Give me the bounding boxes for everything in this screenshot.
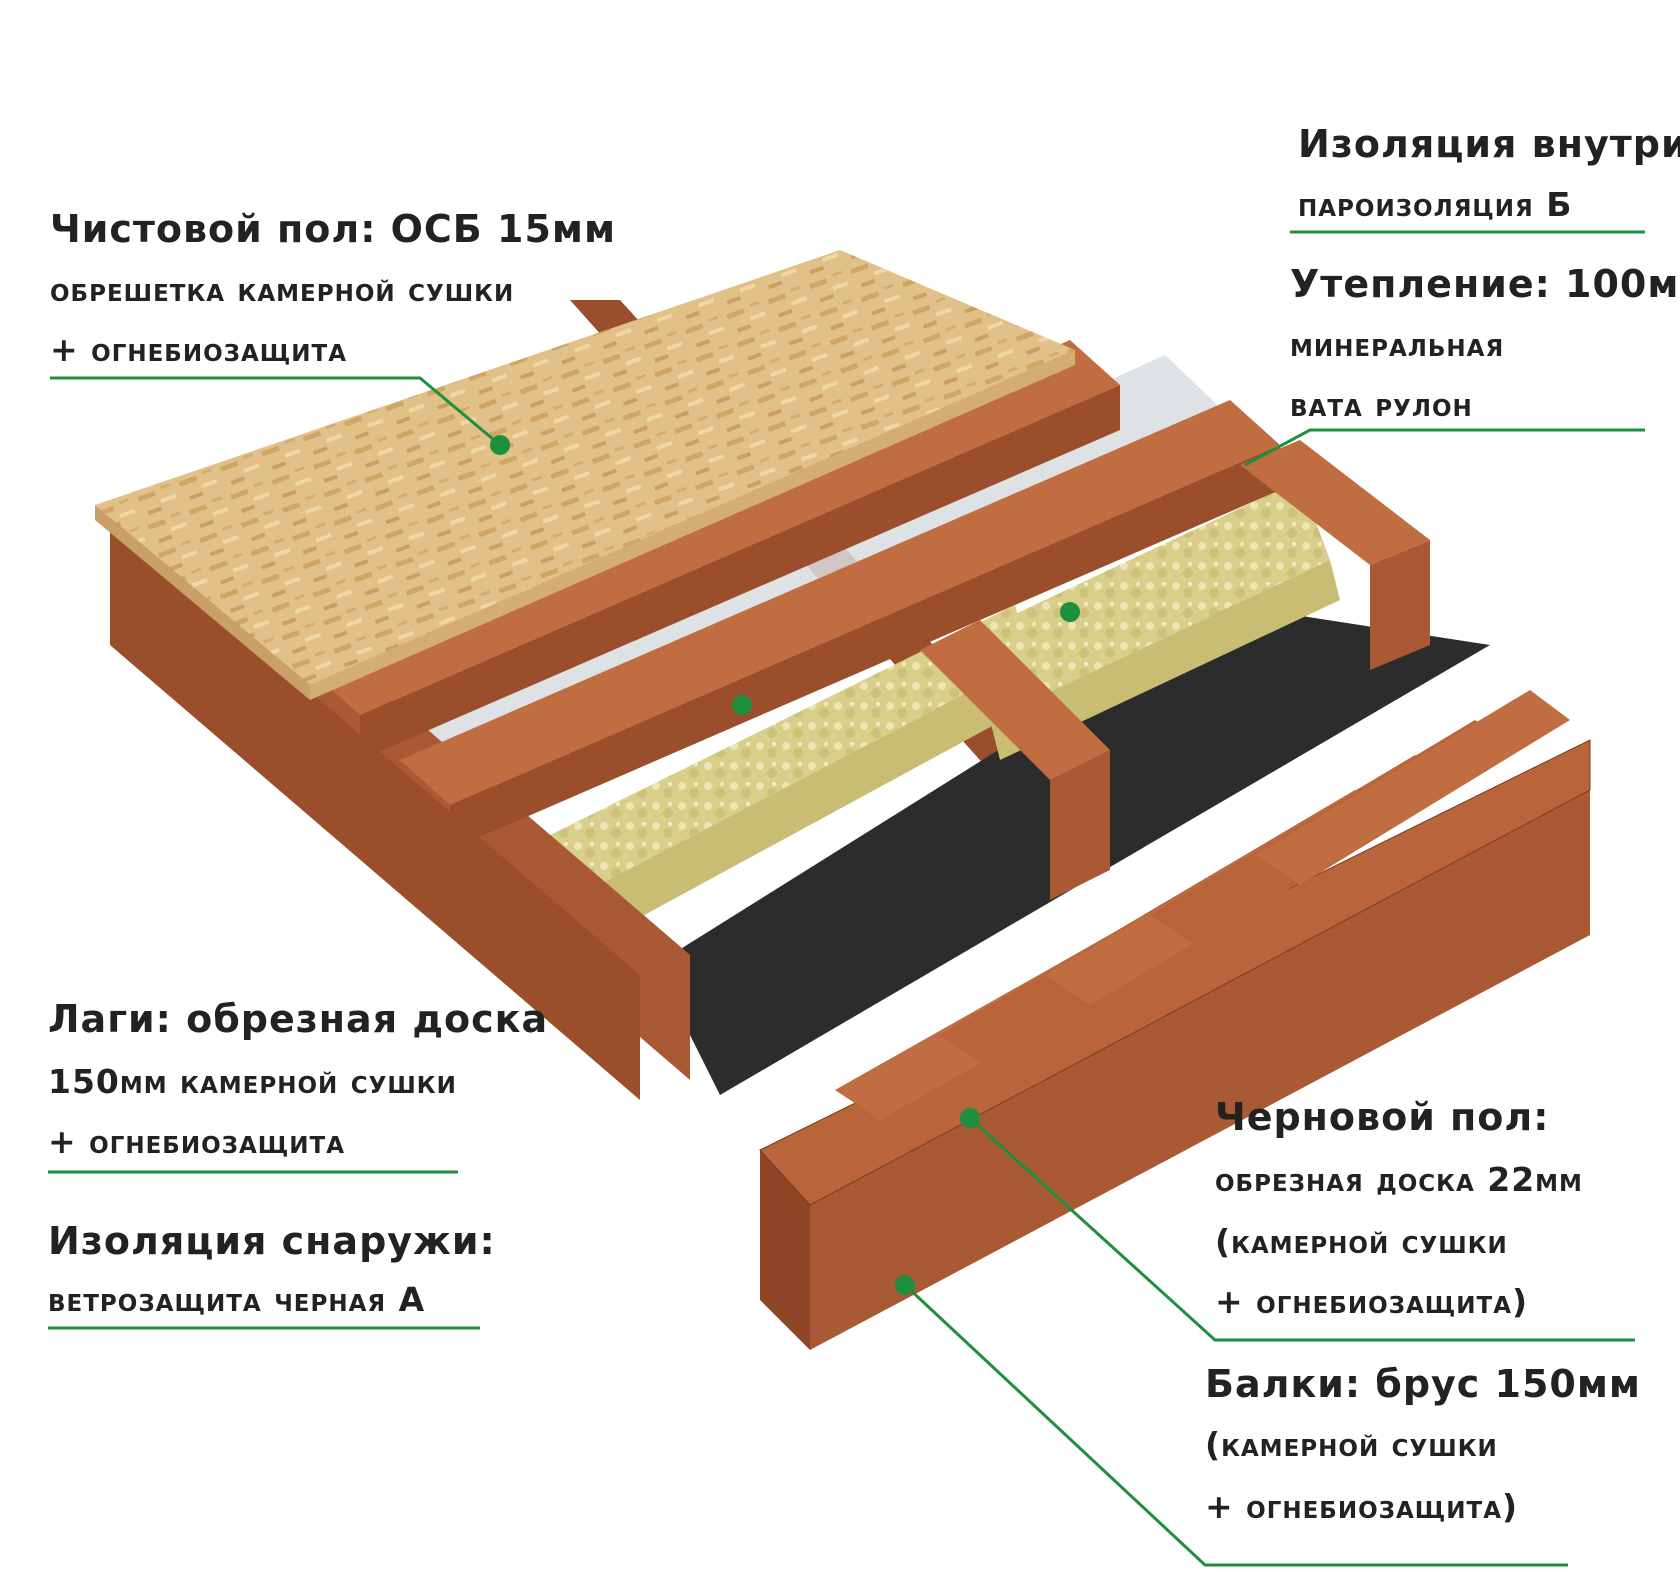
label-beams-sub2: + огнебиозащита) [1205, 1490, 1518, 1523]
label-beams-sub1: (камерной сушки [1205, 1428, 1498, 1461]
label-thermal-sub2: вата рулон [1290, 388, 1473, 421]
label-joists-title: Лаги: обрезная доска [48, 1000, 548, 1038]
dot-beams [895, 1275, 915, 1295]
label-joists-sub1: 150мм камерной сушки [48, 1065, 457, 1098]
label-subfloor-sub2: (камерной сушки [1215, 1225, 1508, 1258]
label-thermal-sub1: минеральная [1290, 328, 1504, 361]
label-finish-floor-sub1: обрешетка камерной сушки [50, 273, 514, 306]
label-finish-floor-title: Чистовой пол: ОСБ 15мм [50, 210, 616, 248]
label-thermal-title: Утепление: 100мм [1290, 265, 1680, 303]
dot-subfloor [960, 1108, 980, 1128]
label-outer-insulation-title: Изоляция снаружи: [48, 1222, 496, 1260]
dot-osb [490, 435, 510, 455]
label-inner-insulation-title: Изоляция внутри: [1298, 125, 1680, 163]
label-inner-insulation-sub: пароизоляция Б [1298, 188, 1572, 221]
label-subfloor-title: Черновой пол: [1215, 1098, 1549, 1136]
label-subfloor-sub3: + огнебиозащита) [1215, 1285, 1528, 1318]
dot-vapor [732, 695, 752, 715]
label-joists-sub2: + огнебиозащита [48, 1125, 345, 1158]
dot-wool [1060, 602, 1080, 622]
label-outer-insulation-sub: ветрозащита черная А [48, 1283, 425, 1316]
label-subfloor-sub1: обрезная доска 22мм [1215, 1163, 1583, 1196]
label-finish-floor-sub2: + огнебиозащита [50, 333, 347, 366]
label-beams-title: Балки: брус 150мм [1205, 1365, 1641, 1403]
